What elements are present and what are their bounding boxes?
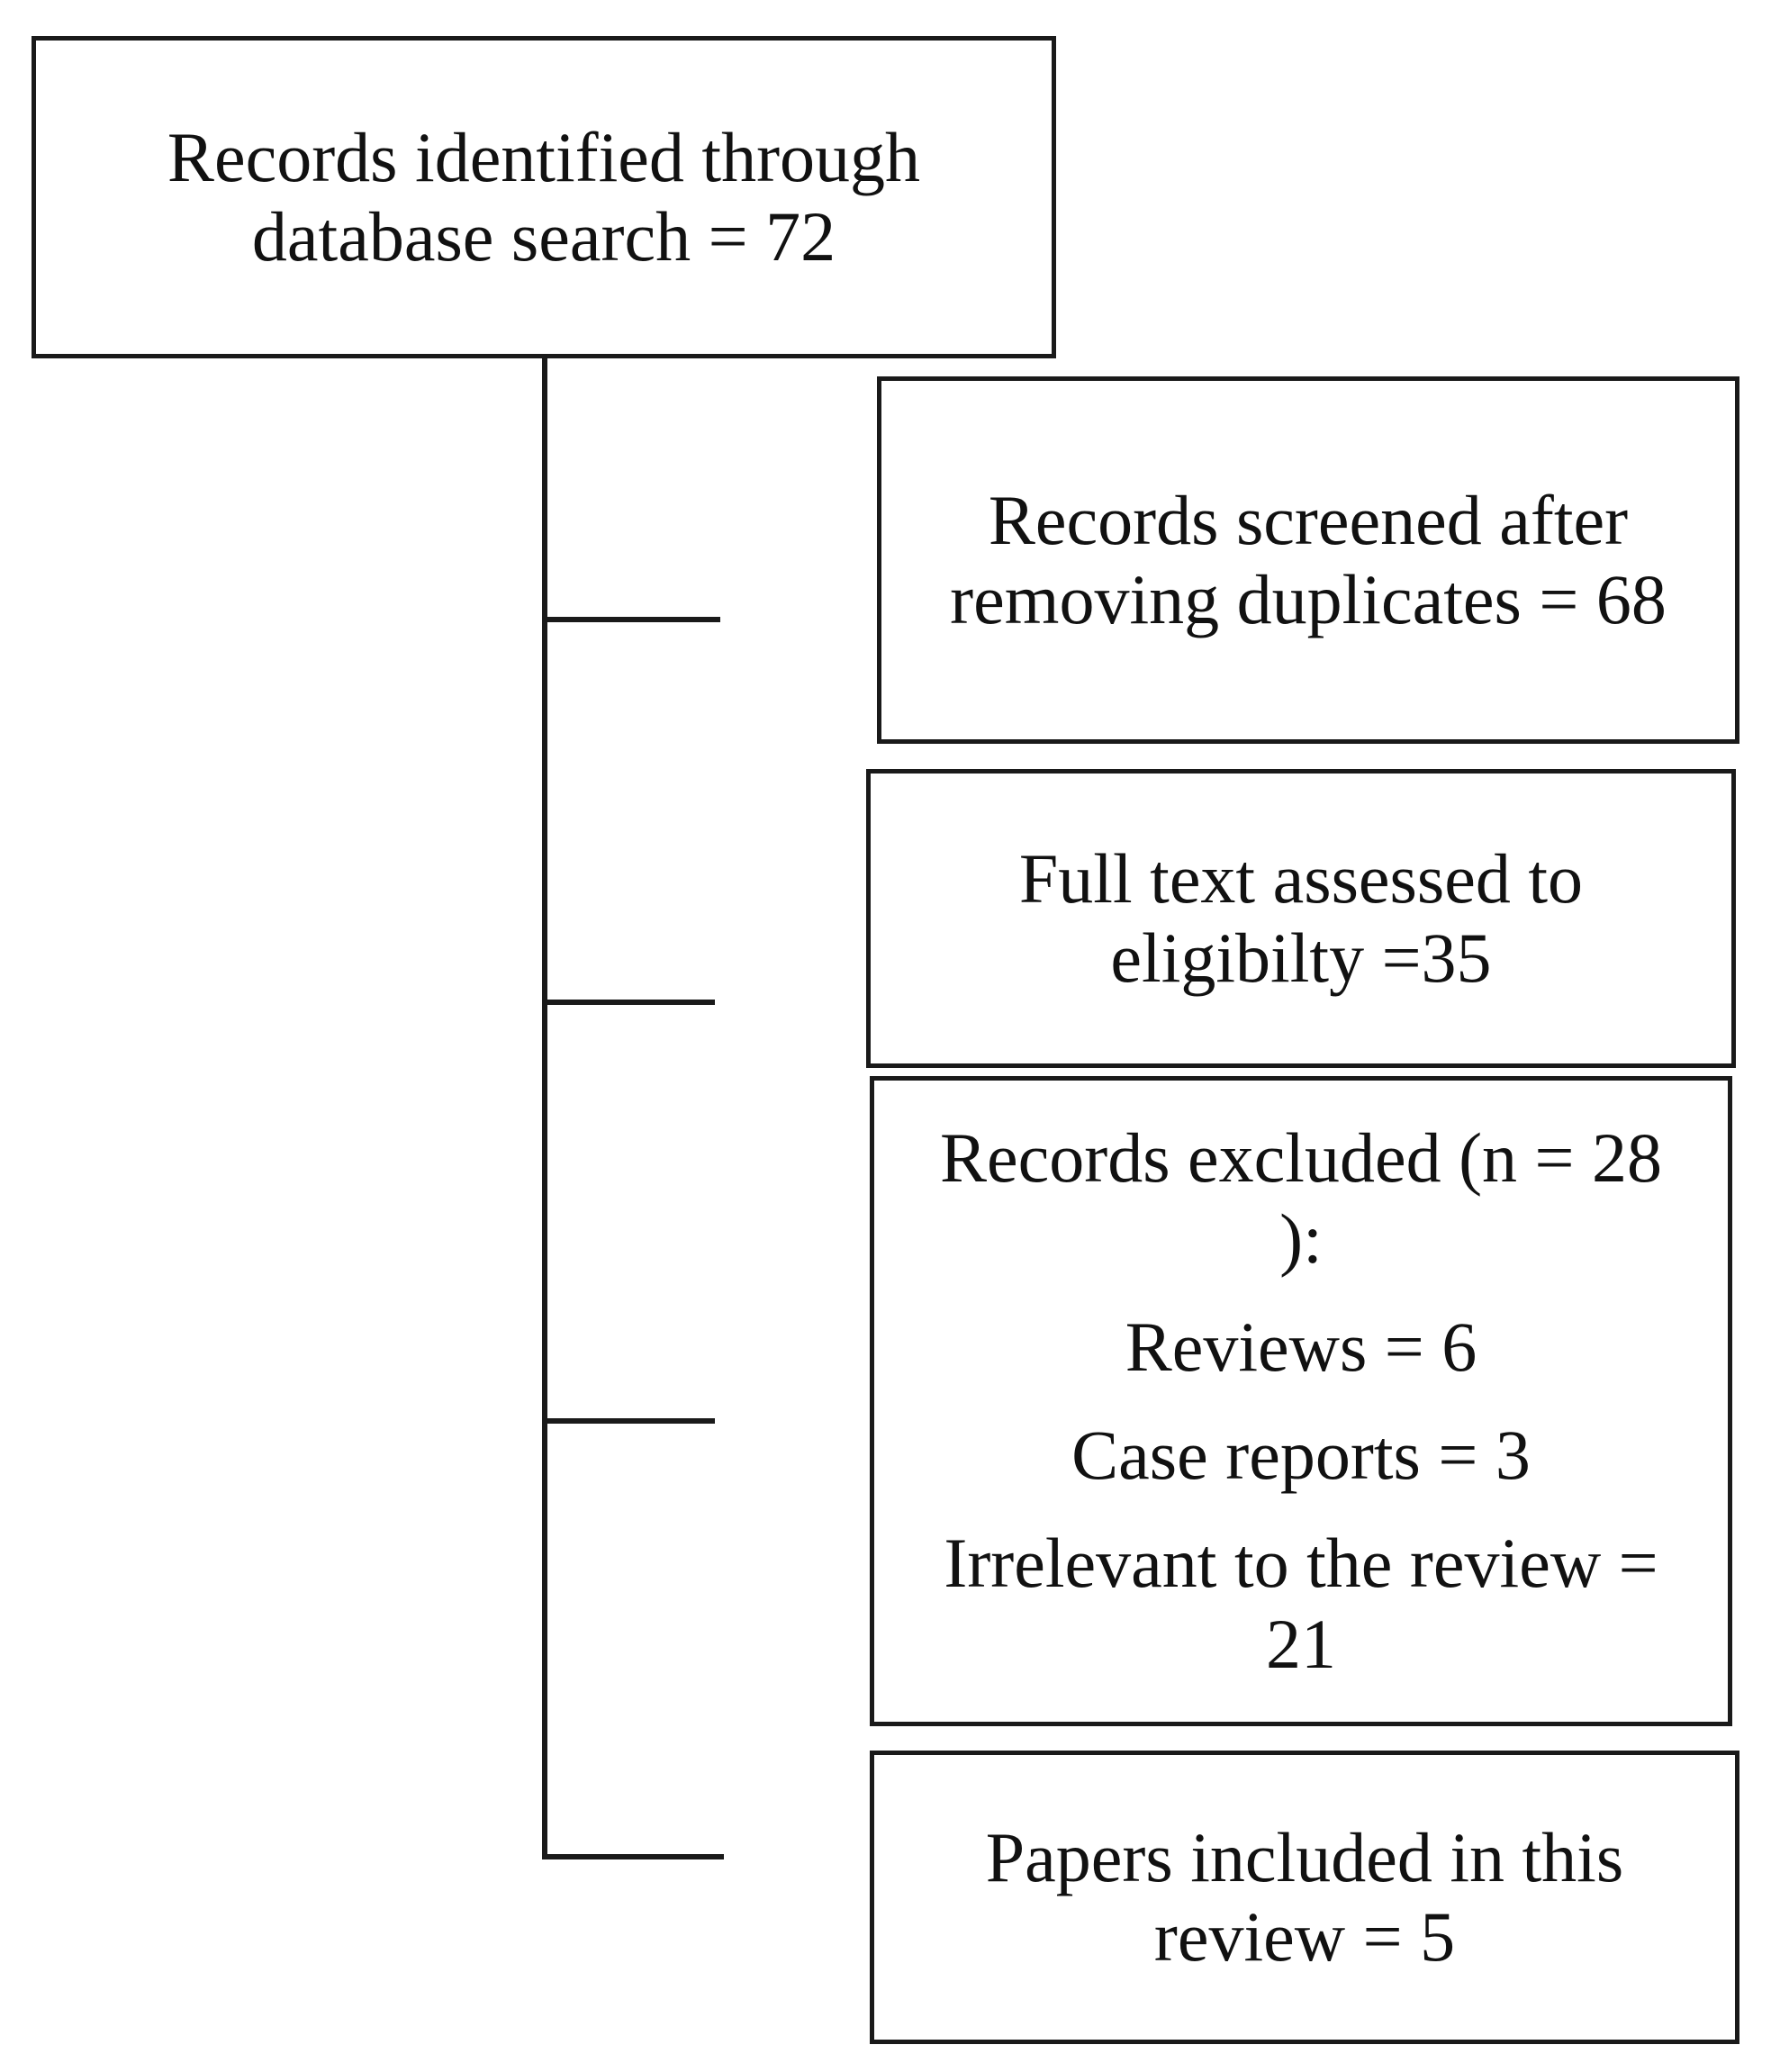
excluded-reviews: Reviews = 6 <box>1125 1307 1477 1386</box>
box-full-text-assessed: Full text assessed to eligibilty =35 <box>866 769 1736 1068</box>
identified-line-1: Records identified through <box>167 118 921 196</box>
box-records-identified: Records identified through database sear… <box>32 36 1056 358</box>
identified-line-2: database search = 72 <box>251 197 836 276</box>
fulltext-line-2: eligibilty =35 <box>1110 918 1492 997</box>
excluded-case-reports: Case reports = 3 <box>1071 1416 1531 1494</box>
excluded-line-1: Records excluded (n = 28 <box>939 1118 1663 1197</box>
included-line-1: Papers included in this <box>985 1818 1624 1896</box>
included-line-2: review = 5 <box>1153 1897 1456 1976</box>
box-papers-included: Papers included in this review = 5 <box>870 1751 1739 2044</box>
screened-line-2: removing duplicates = 68 <box>950 560 1667 638</box>
excluded-irrelevant-line-2: 21 <box>1266 1605 1336 1683</box>
box-records-screened: Records screened after removing duplicat… <box>877 376 1739 744</box>
box-records-excluded: Records excluded (n = 28 ): Reviews = 6 … <box>870 1076 1732 1726</box>
excluded-irrelevant-line-1: Irrelevant to the review = <box>944 1524 1658 1602</box>
excluded-line-2: ): <box>1279 1199 1323 1278</box>
fulltext-line-1: Full text assessed to <box>1018 839 1584 918</box>
screened-line-1: Records screened after <box>988 481 1629 559</box>
